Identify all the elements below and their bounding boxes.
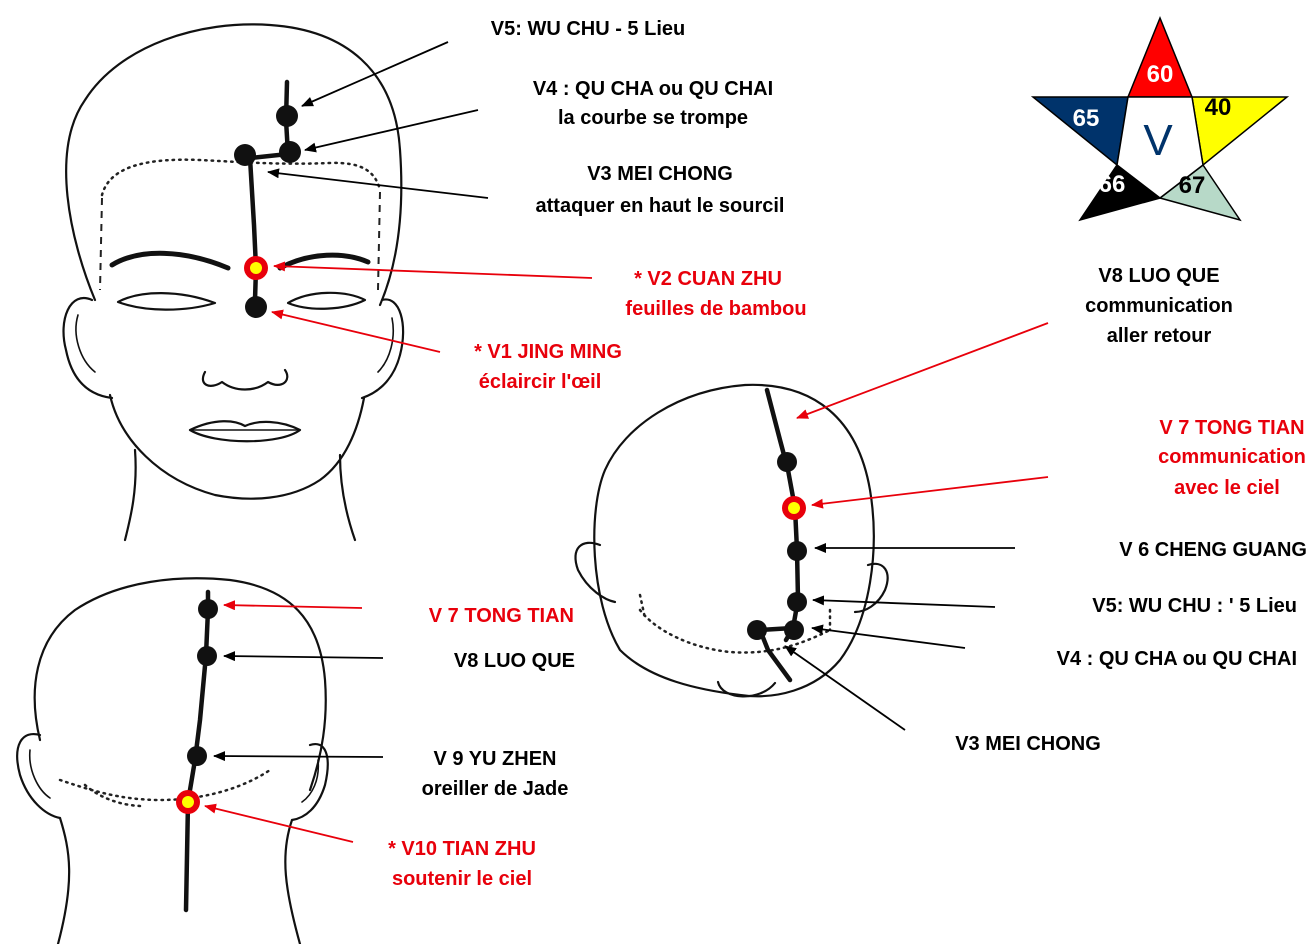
- label-top-v7-line2: communication: [1158, 446, 1306, 468]
- label-top-v8-line3: aller retour: [1107, 325, 1212, 347]
- label-front-v2-line2: feuilles de bambou: [625, 298, 806, 320]
- label-top-v4: V4 : QU CHA ou QU CHAI: [1057, 648, 1297, 670]
- star-number-bottom-right: 67: [1179, 172, 1206, 199]
- arrow-back-v8: [224, 656, 383, 658]
- label-back-v10-line2: soutenir le ciel: [392, 868, 532, 890]
- top-arrows: [785, 323, 1048, 730]
- label-front-v3-line1: V3 MEI CHONG: [587, 163, 733, 185]
- back-meridian: [176, 592, 218, 910]
- top-meridian: [747, 390, 807, 680]
- arrow-front-v1: [272, 312, 440, 352]
- label-front-v4-line1: V4 : QU CHA ou QU CHAI: [533, 78, 773, 100]
- arrow-front-v3: [268, 172, 488, 198]
- top-head-figure: [575, 385, 887, 697]
- star-number-left: 65: [1073, 105, 1100, 132]
- label-back-v7: V 7 TONG TIAN: [429, 605, 574, 627]
- arrow-top-v5: [813, 600, 995, 607]
- arrow-back-v9: [214, 756, 383, 757]
- top-point-v4-top: [784, 620, 804, 640]
- arrow-back-v10: [205, 806, 353, 842]
- label-top-v7-line1: V 7 TONG TIAN: [1159, 417, 1304, 439]
- star-letter: V: [1143, 116, 1173, 165]
- back-point-v7: [198, 599, 218, 619]
- front-point-v4: [279, 141, 301, 163]
- star-number-right: 40: [1205, 94, 1232, 121]
- back-point-v9: [187, 746, 207, 766]
- front-head-figure: [64, 24, 404, 540]
- top-point-v5-top: [787, 592, 807, 612]
- back-labels: V 7 TONG TIAN V8 LUO QUE V 9 YU ZHEN ore…: [388, 605, 575, 890]
- front-point-v5: [276, 105, 298, 127]
- label-back-v9-line1: V 9 YU ZHEN: [434, 748, 557, 770]
- arrow-front-v5: [302, 42, 448, 106]
- front-point-v1: [245, 296, 267, 318]
- label-top-v8-line2: communication: [1085, 295, 1233, 317]
- star-number-bottom-left: 66: [1099, 171, 1126, 198]
- front-point-v3: [234, 144, 256, 166]
- top-point-v3-top: [747, 620, 767, 640]
- label-front-v4-line2: la courbe se trompe: [558, 107, 748, 129]
- front-labels: V5: WU CHU - 5 Lieu V4 : QU CHA ou QU CH…: [474, 18, 806, 393]
- label-top-v7-line3: avec le ciel: [1174, 477, 1280, 499]
- label-front-v1-line1: * V1 JING MING: [474, 341, 622, 363]
- label-front-v5: V5: WU CHU - 5 Lieu: [491, 18, 685, 40]
- top-point-v6: [787, 541, 807, 561]
- label-top-v5: V5: WU CHU : ' 5 Lieu: [1092, 595, 1297, 617]
- arrow-front-v4: [305, 110, 478, 150]
- back-head-figure: [17, 578, 328, 944]
- label-top-v8-line1: V8 LUO QUE: [1098, 265, 1219, 287]
- label-back-v9-line2: oreiller de Jade: [422, 778, 569, 800]
- arrow-front-v2: [274, 266, 592, 278]
- star-number-top: 60: [1147, 61, 1174, 88]
- back-point-v8: [197, 646, 217, 666]
- label-front-v3-line2: attaquer en haut le sourcil: [536, 195, 785, 217]
- label-back-v8: V8 LUO QUE: [454, 650, 575, 672]
- arrow-top-v7: [812, 477, 1048, 505]
- label-front-v2-line1: * V2 CUAN ZHU: [634, 268, 782, 290]
- label-front-v1-line2: éclaircir l'œil: [479, 371, 602, 393]
- top-point-v8: [777, 452, 797, 472]
- label-top-v3: V3 MEI CHONG: [955, 733, 1101, 755]
- arrow-top-v4: [812, 628, 965, 648]
- five-element-star: 60 65 40 66 67 V: [1033, 18, 1287, 220]
- arrow-top-v8: [797, 323, 1048, 418]
- label-back-v10-line1: * V10 TIAN ZHU: [388, 838, 536, 860]
- front-meridian: [234, 82, 301, 318]
- label-top-v6: V 6 CHENG GUANG: [1119, 539, 1307, 561]
- back-arrows: [205, 605, 383, 842]
